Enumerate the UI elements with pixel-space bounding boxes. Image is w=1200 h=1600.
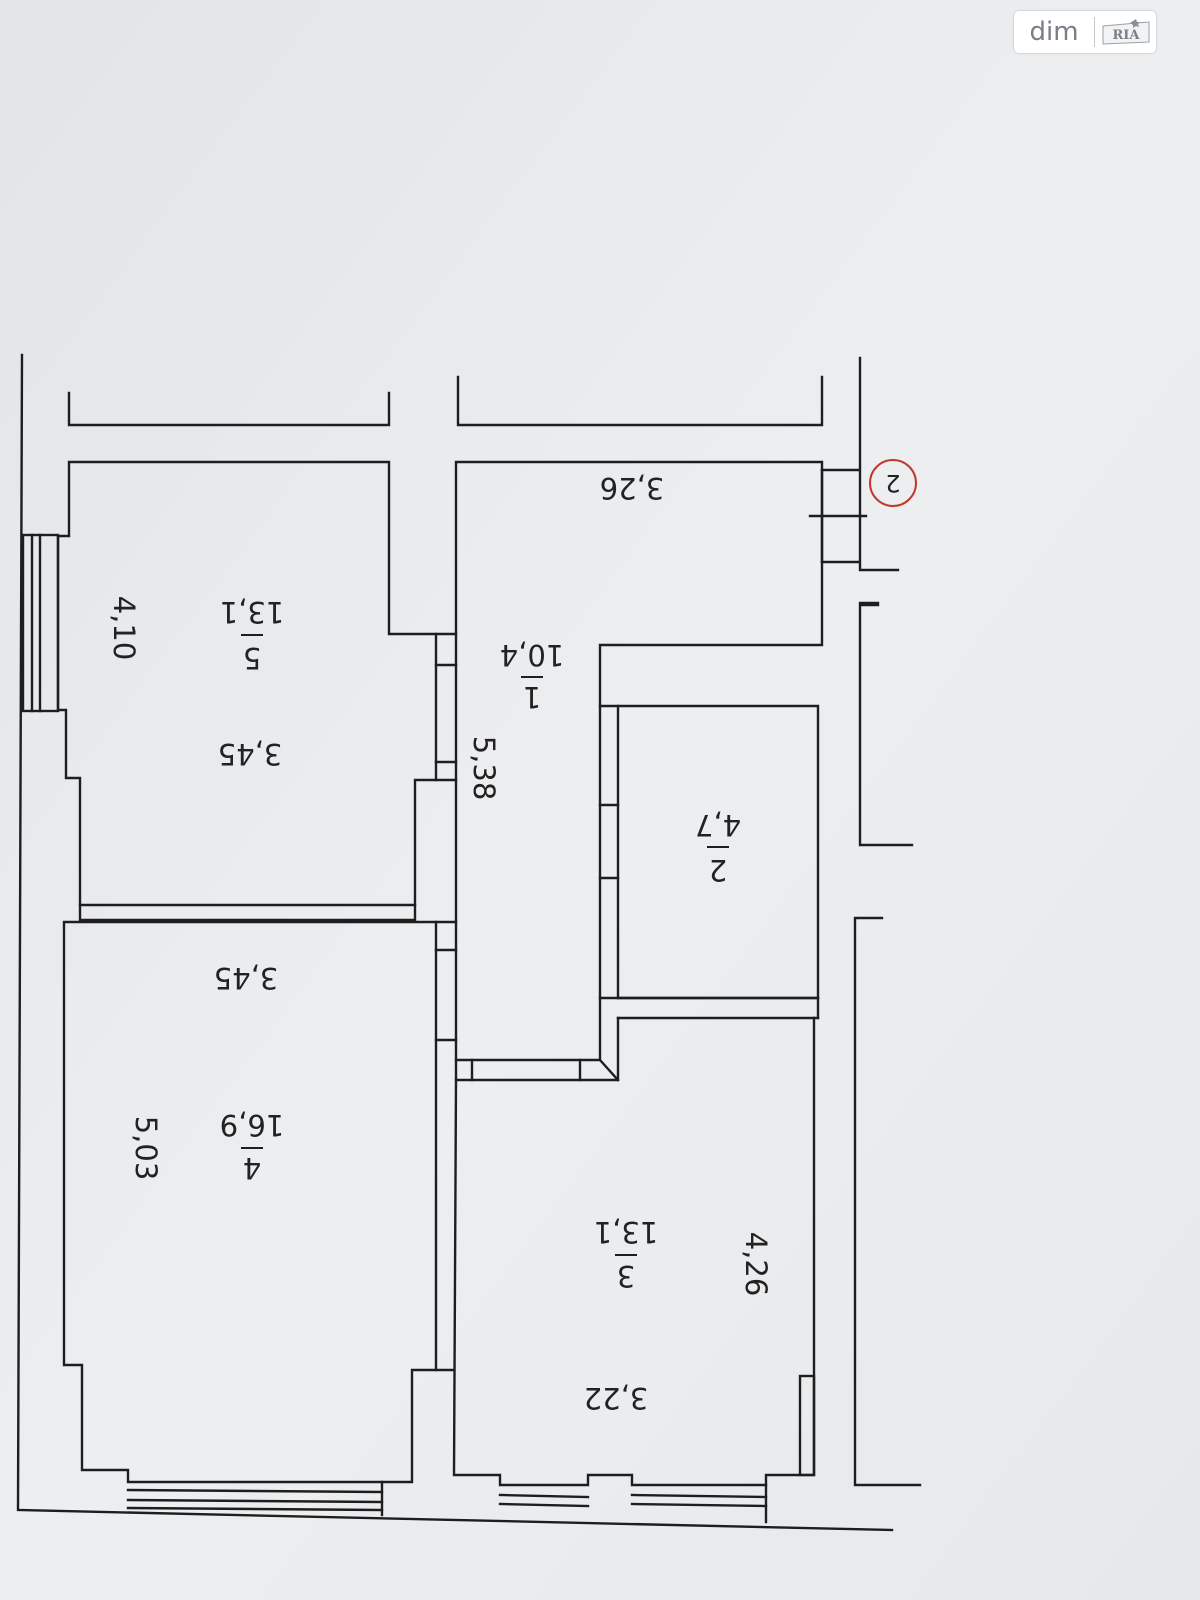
dimension-label: 4,26 xyxy=(739,1232,773,1297)
dimension-label: 5,38 xyxy=(467,736,501,801)
axis-marker-label: 2 xyxy=(885,469,900,497)
watermark-logo-text: RIA xyxy=(1112,28,1140,43)
ria-logo-icon: RIA xyxy=(1095,18,1156,46)
room-2-number: 2 xyxy=(709,853,727,887)
dimension-label: 3,45 xyxy=(214,961,279,995)
room-4-area: 16,9 xyxy=(220,1108,285,1142)
room-3-walls xyxy=(434,920,816,1487)
watermark-logo: dim RIA xyxy=(1014,11,1156,53)
dimension-label: 4,10 xyxy=(107,596,141,661)
dimension-label: 3,22 xyxy=(584,1381,649,1415)
axis-marker-circle xyxy=(869,459,917,507)
watermark-divider xyxy=(1094,17,1095,47)
room-2-area: 4,7 xyxy=(695,808,741,842)
entrance-steps xyxy=(808,468,868,564)
windows-bottom xyxy=(126,1480,768,1524)
dimension-label: 5,03 xyxy=(129,1116,163,1181)
room-3-number: 3 xyxy=(617,1259,635,1293)
window-room-5 xyxy=(21,533,60,713)
room-5-number: 5 xyxy=(243,641,261,675)
dimension-label: 3,26 xyxy=(600,471,665,505)
room-4-walls xyxy=(62,920,438,1484)
room-4-number: 4 xyxy=(243,1151,261,1185)
room-1-number: 1 xyxy=(523,680,541,714)
room-1-area: 10,4 xyxy=(500,638,565,672)
room-5-area: 13,1 xyxy=(220,595,285,629)
room-3-area: 13,1 xyxy=(594,1215,659,1249)
watermark-text: dim xyxy=(1029,17,1079,47)
room-5-walls xyxy=(56,460,438,922)
room-2-walls xyxy=(598,704,820,1020)
dimension-label: 3,45 xyxy=(218,737,283,771)
outer-walls xyxy=(16,353,922,1532)
